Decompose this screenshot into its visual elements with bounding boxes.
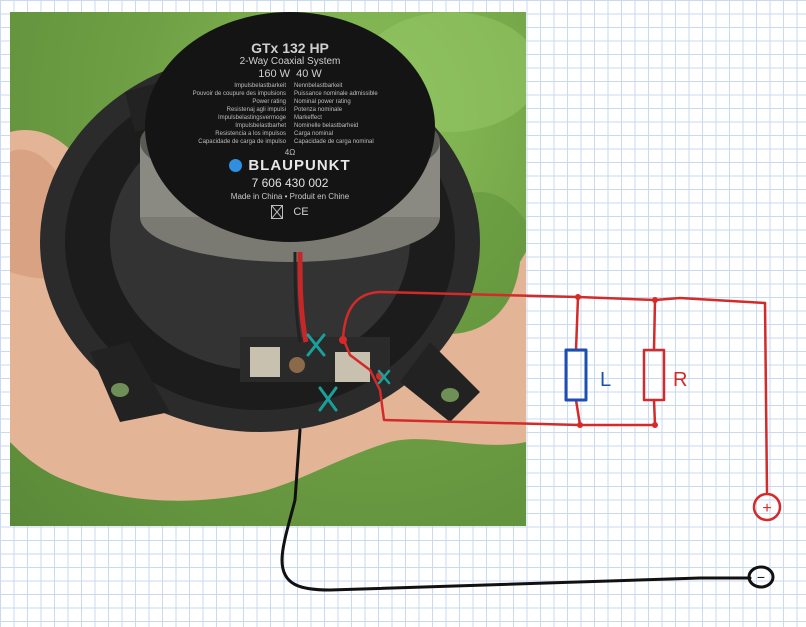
red-wire-terminal-link: [343, 338, 380, 390]
cross-mark-icon: [320, 388, 336, 410]
resistor-label: R: [673, 369, 687, 391]
inductor-symbol: [566, 350, 586, 400]
red-wire-right-drop: [765, 303, 767, 492]
inductor-label: L: [600, 369, 611, 391]
junction-dot: [577, 422, 583, 428]
cross-mark-icon: [308, 335, 324, 355]
plus-label: +: [762, 500, 771, 517]
red-wire-bottom: [380, 390, 655, 425]
black-wire: [282, 430, 750, 590]
minus-label: −: [757, 569, 765, 585]
resistor-symbol: [644, 350, 664, 400]
junction-dot: [339, 336, 347, 344]
red-wire-inductor-branch: [576, 297, 580, 425]
junction-dot: [652, 422, 658, 428]
red-wire-top: [343, 292, 765, 338]
junction-dot: [652, 297, 658, 303]
junction-dot: [575, 294, 581, 300]
red-wire-resistor-branch: [654, 300, 655, 425]
